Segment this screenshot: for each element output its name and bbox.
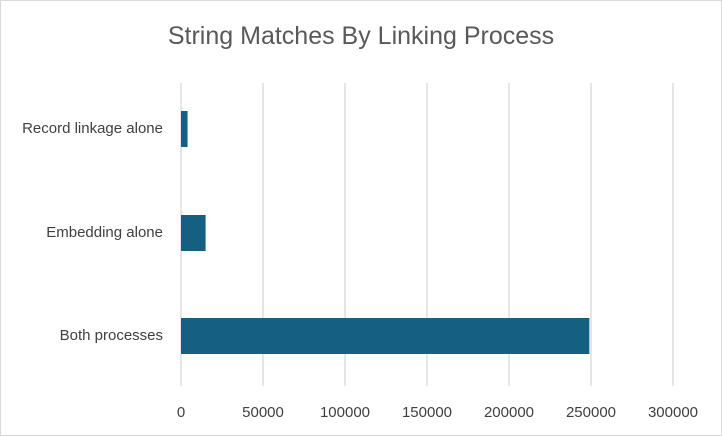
bar bbox=[181, 111, 188, 147]
grid-layer bbox=[180, 83, 674, 386]
x-tick-label: 250000 bbox=[566, 404, 616, 421]
x-tick-label: 150000 bbox=[402, 404, 452, 421]
x-tick-label: 200000 bbox=[484, 404, 534, 421]
chart-title: String Matches By Linking Process bbox=[168, 22, 554, 50]
bar-layer bbox=[181, 111, 590, 354]
bar bbox=[181, 215, 206, 251]
bar bbox=[181, 318, 590, 354]
x-tick-labels: 0 50000 100000 150000 200000 250000 3000… bbox=[177, 404, 698, 421]
category-labels: Record linkage alone Embedding alone Bot… bbox=[22, 120, 163, 344]
category-label: Record linkage alone bbox=[22, 120, 163, 137]
category-label: Embedding alone bbox=[46, 224, 163, 241]
category-label: Both processes bbox=[60, 327, 163, 344]
x-tick-label: 0 bbox=[177, 404, 185, 421]
x-tick-label: 50000 bbox=[242, 404, 284, 421]
x-tick-label: 100000 bbox=[320, 404, 370, 421]
x-tick-label: 300000 bbox=[648, 404, 698, 421]
